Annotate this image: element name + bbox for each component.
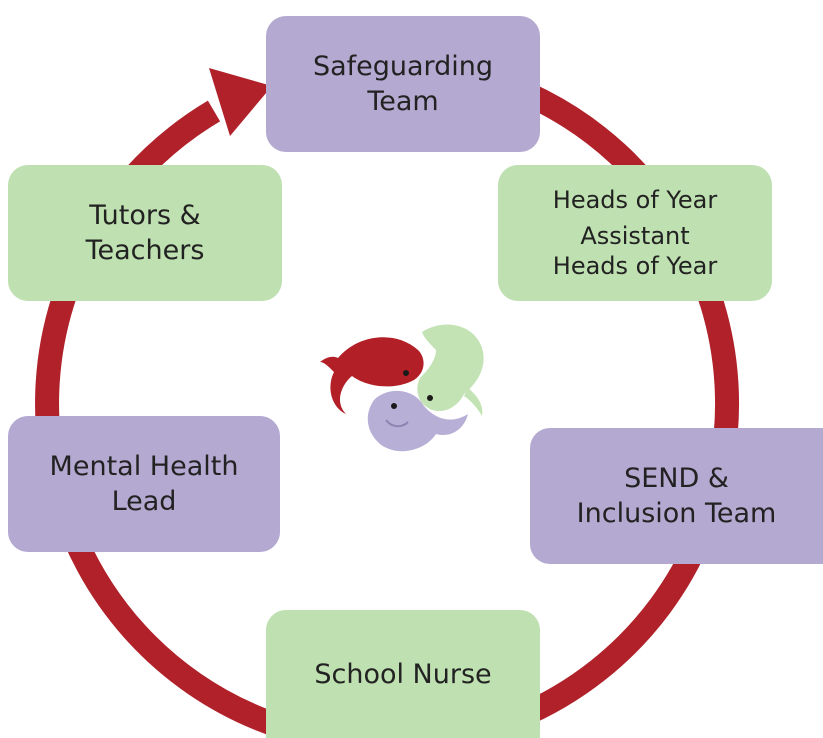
safeguarding-team-node: Safeguarding Team [266,16,540,152]
send-inclusion-team-node: SEND & Inclusion Team [530,428,823,564]
tutors-line1: Tutors & [89,200,201,231]
purple-fish-icon [367,390,468,452]
red-fish-icon [320,337,424,414]
heads-of-year-line1: Heads of Year [552,186,718,214]
tutors-teachers-node: Tutors & Teachers [8,165,282,301]
send-line2: Inclusion Team [576,498,777,529]
cycle-arrowhead [209,68,272,136]
school-nurse-node: School Nurse [266,610,540,738]
send-line1: SEND & [624,463,729,494]
safeguarding-line1: Safeguarding [312,51,494,82]
school-nurse-line1: School Nurse [314,658,492,690]
mental-health-line1: Mental Health [49,451,239,482]
mental-health-lead-node: Mental Health Lead [8,416,280,552]
heads-of-year-node: Heads of Year Assistant Heads of Year [498,165,772,301]
safeguarding-line2: Team [367,86,439,117]
three-fish-logo-icon [320,324,484,452]
tutors-line2: Teachers [85,235,205,266]
heads-of-year-line3: Heads of Year [552,252,718,280]
green-fish-icon [417,324,484,416]
heads-of-year-line2: Assistant [580,222,690,250]
mental-health-line2: Lead [111,486,177,517]
